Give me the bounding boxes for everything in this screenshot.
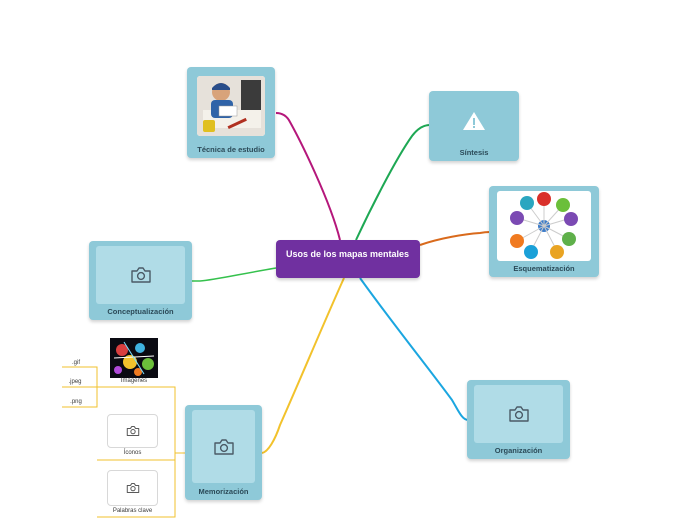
student-studying-illustration xyxy=(197,76,265,136)
node-memorizacion[interactable]: Memorización xyxy=(185,405,262,500)
subtopic-iconos[interactable] xyxy=(107,414,158,448)
link-organizacion xyxy=(359,277,469,421)
link-tecnica xyxy=(275,112,341,241)
node-label: Memorización xyxy=(198,487,249,496)
camera-icon xyxy=(126,426,139,436)
subtopic-label: Íconos xyxy=(123,450,142,456)
subtopic-label: Imágenes xyxy=(120,378,148,384)
node-conceptualizacion[interactable]: Conceptualización xyxy=(89,241,192,320)
icon-area xyxy=(96,246,185,304)
node-label: Síntesis xyxy=(459,148,489,157)
format-gif[interactable]: .gif xyxy=(71,360,80,366)
link-conceptualizacion xyxy=(192,267,277,282)
node-organizacion[interactable]: Organización xyxy=(467,380,570,459)
student-illustration xyxy=(197,76,265,136)
diagram-thumbnail-area xyxy=(497,191,591,261)
format-jpeg[interactable]: .jpeg xyxy=(68,379,82,385)
warning-icon xyxy=(463,112,485,130)
link-sintesis xyxy=(355,124,431,241)
circular-diagram-thumbnail xyxy=(510,192,578,259)
subtopic-links xyxy=(62,366,185,518)
node-label: Esquematización xyxy=(513,264,575,273)
link-esquematizacion xyxy=(419,231,491,246)
node-label: Organización xyxy=(494,446,543,455)
central-topic-title: Usos de los mapas mentales xyxy=(286,249,410,259)
icon-area xyxy=(436,97,512,145)
camera-icon xyxy=(508,406,529,422)
camera-icon xyxy=(126,483,139,493)
camera-icon xyxy=(213,438,234,455)
format-png[interactable]: .png xyxy=(70,399,82,405)
colorful-collage-thumbnail xyxy=(110,338,158,378)
camera-icon xyxy=(130,267,151,283)
node-tecnica-de-estudio[interactable]: Técnica de estudio xyxy=(187,67,275,158)
subtopic-palabras-clave[interactable] xyxy=(107,470,158,506)
icon-area xyxy=(474,385,563,443)
node-sintesis[interactable]: Síntesis xyxy=(429,91,519,161)
node-label: Técnica de estudio xyxy=(197,145,265,154)
subtopic-imagenes[interactable] xyxy=(110,338,158,378)
subtopic-label: Palabras clave xyxy=(112,508,153,514)
link-memorizacion xyxy=(261,277,345,454)
node-label: Conceptualización xyxy=(107,307,174,316)
node-esquematizacion[interactable]: Esquematización xyxy=(489,186,599,277)
icon-area xyxy=(192,410,255,483)
central-topic[interactable]: Usos de los mapas mentales xyxy=(276,240,420,278)
